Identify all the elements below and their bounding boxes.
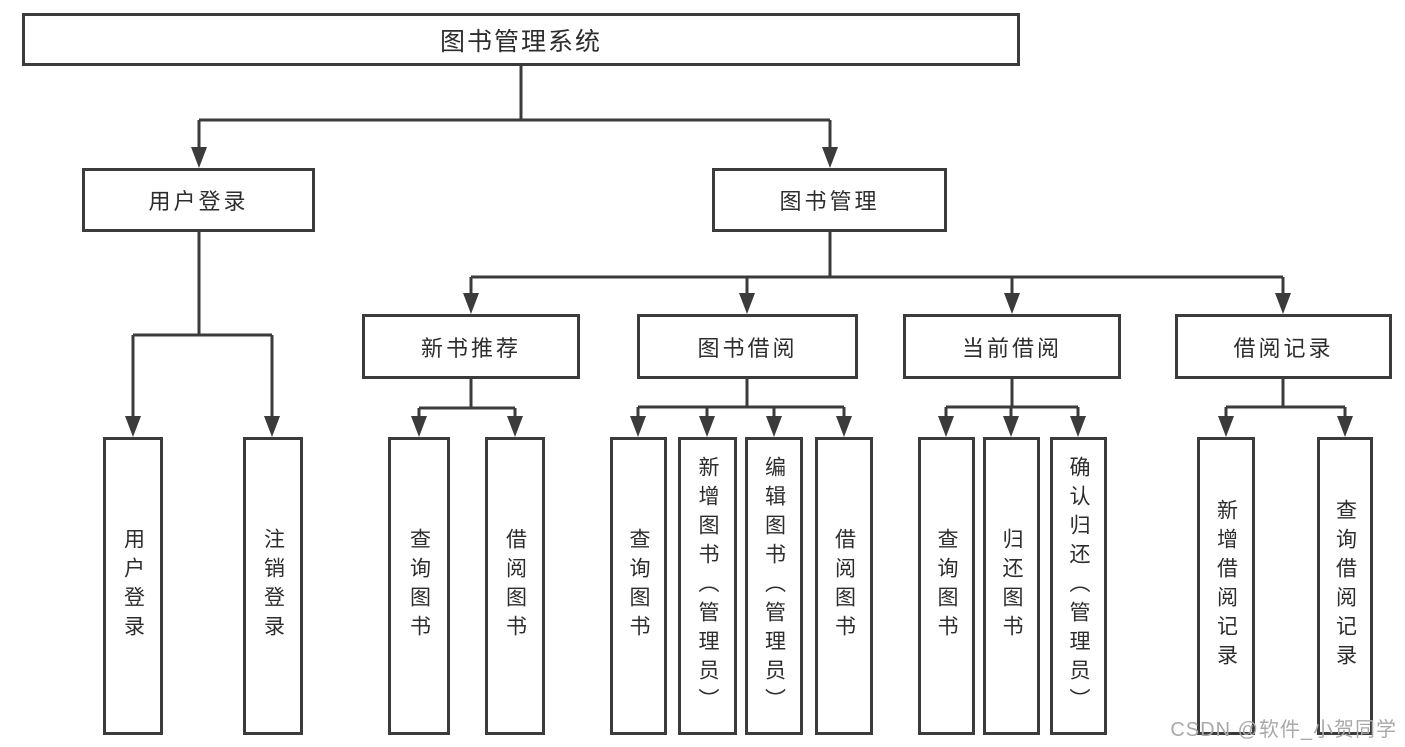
leaf-borrow-books-recommend-label: 借阅图书 [503,528,527,644]
node-new-book-recommend: 新书推荐 [362,314,580,379]
node-book-borrowing-label: 图书借阅 [697,335,798,361]
leaf-logout-label: 注销登录 [261,528,285,644]
leaf-add-borrow-record: 新增借阅记录 [1197,437,1255,735]
node-library-system-label: 图书管理系统 [439,27,602,56]
node-current-borrowing-label: 当前借阅 [961,335,1062,361]
connector-paths [131,66,1347,419]
node-book-borrowing: 图书借阅 [637,314,858,379]
leaf-borrow-books-borrowing: 借阅图书 [815,437,873,735]
node-current-borrowing: 当前借阅 [903,314,1121,379]
leaf-confirm-return-admin: 确认归还（管理员） [1050,437,1107,735]
node-book-management: 图书管理 [712,168,947,232]
node-book-management-label: 图书管理 [779,189,880,214]
leaf-borrow-books-borrowing-label: 借阅图书 [832,528,856,644]
leaf-return-books: 归还图书 [983,437,1040,735]
leaf-query-books-current: 查询图书 [918,437,975,735]
leaf-query-books-recommend-label: 查询图书 [407,528,431,644]
leaf-user-login: 用户登录 [103,437,163,735]
node-user-login-label: 用户登录 [148,189,249,214]
leaf-borrow-books-recommend: 借阅图书 [485,437,545,735]
leaf-confirm-return-admin-label: 确认归还（管理员） [1067,455,1090,717]
leaf-user-login-label: 用户登录 [121,528,145,644]
leaf-logout: 注销登录 [243,437,303,735]
node-borrowing-records-label: 借阅记录 [1233,335,1334,361]
node-new-book-recommend-label: 新书推荐 [420,335,521,361]
leaf-add-books-admin-label: 新增图书（管理员） [696,455,719,717]
leaf-edit-books-admin-label: 编辑图书（管理员） [762,455,786,717]
node-borrowing-records: 借阅记录 [1175,314,1392,379]
leaf-add-books-admin: 新增图书（管理员） [678,437,737,735]
leaf-query-books-recommend: 查询图书 [388,437,450,735]
node-library-system: 图书管理系统 [22,13,1020,66]
leaf-query-books-borrowing-label: 查询图书 [627,528,650,644]
leaf-query-borrow-record: 查询借阅记录 [1317,437,1373,735]
leaf-query-books-borrowing: 查询图书 [610,437,667,735]
leaf-query-books-current-label: 查询图书 [935,528,958,644]
node-user-login: 用户登录 [82,168,315,232]
leaf-query-borrow-record-label: 查询借阅记录 [1333,499,1357,673]
leaf-add-borrow-record-label: 新增借阅记录 [1214,499,1238,673]
leaf-edit-books-admin: 编辑图书（管理员） [745,437,803,735]
leaf-return-books-label: 归还图书 [1000,528,1023,644]
